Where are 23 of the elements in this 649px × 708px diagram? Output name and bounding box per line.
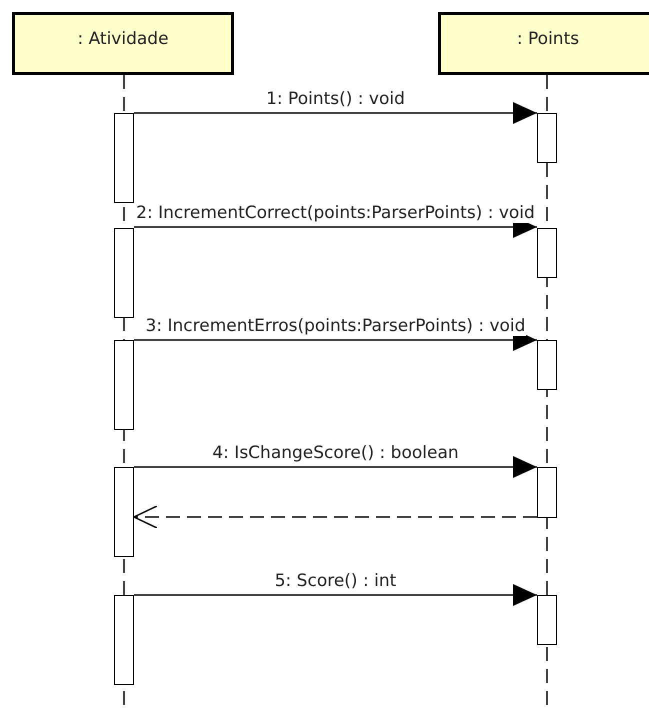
return-arrow <box>133 505 537 529</box>
message-arrow <box>134 102 537 124</box>
activation-bar <box>537 595 557 645</box>
object-box <box>438 12 649 75</box>
activation-bar <box>114 595 134 685</box>
edge-label: 5: Score() : int <box>274 571 398 591</box>
activation-bar <box>537 228 557 278</box>
object-name: : Atividade <box>77 29 169 51</box>
edge-label: 3: IncrementErros(points:ParserPoints) : void <box>144 316 526 336</box>
activation-bar <box>537 467 557 518</box>
edge-label: 4: IsChangeScore() : boolean <box>211 443 460 463</box>
activation-bar <box>114 340 134 430</box>
edge-label: 1: Points() : void <box>265 89 406 109</box>
edge-label: 2: IncrementCorrect(points:ParserPoints) : void <box>135 203 536 223</box>
object-name: : Points <box>516 29 580 51</box>
activation-bar <box>537 340 557 390</box>
activation-bar <box>114 113 134 203</box>
object-box <box>12 12 234 75</box>
message-arrow <box>134 584 537 606</box>
activation-bar <box>114 467 134 557</box>
message-arrow <box>134 456 537 478</box>
activation-bar <box>114 228 134 318</box>
activation-bar <box>537 113 557 163</box>
